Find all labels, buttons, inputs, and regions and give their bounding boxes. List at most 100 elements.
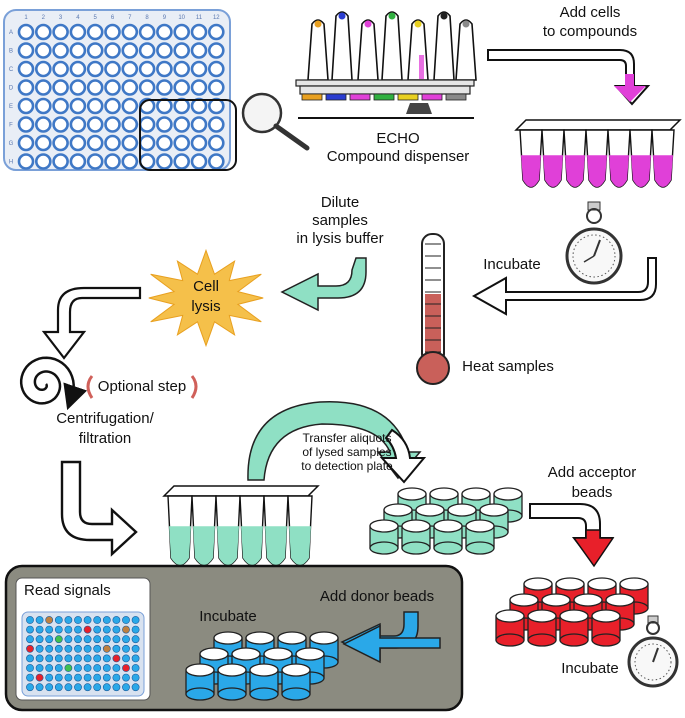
magnifier-icon <box>241 92 310 151</box>
plate-well <box>17 60 35 78</box>
add-cells-line1: Add cells <box>559 4 621 21</box>
arrow-transfer <box>247 401 427 484</box>
read-signals-text: Read signals <box>24 582 111 599</box>
echo-nozzle <box>388 12 396 20</box>
echo-tip <box>407 19 429 81</box>
readout-well <box>74 654 82 663</box>
echo-nozzle <box>462 20 470 28</box>
plate-well <box>34 134 52 152</box>
echo-label-line2: Compound dispenser <box>326 148 470 165</box>
dilute-label-3: in lysis buffer <box>268 230 412 247</box>
cup <box>369 519 399 555</box>
readout-well <box>83 616 92 624</box>
plate-well <box>121 97 139 115</box>
echo-label: ECHO <box>348 130 448 147</box>
readout-well <box>64 683 73 692</box>
arrow-incubate <box>471 257 657 316</box>
cup-rim <box>281 663 311 677</box>
plate-row-label: B <box>9 49 13 55</box>
plate-well <box>138 79 156 96</box>
centrifugation-line1: Centrifugation/ <box>56 410 154 427</box>
plate-row-label: A <box>9 30 13 36</box>
plate-well <box>86 97 104 115</box>
plate-well <box>17 79 35 96</box>
cup-rim <box>231 647 261 661</box>
centrifugation-label: Centrifugation/ <box>46 410 164 427</box>
readout-well <box>45 616 54 624</box>
add-donor-text: Add donor beads <box>319 588 435 605</box>
plate-column-label: 9 <box>163 15 167 21</box>
cup-rim <box>309 631 339 645</box>
readout-well <box>45 635 54 644</box>
readout-well <box>74 673 82 682</box>
readout-well <box>35 664 44 672</box>
tube-strip-lid <box>162 485 320 497</box>
stopwatch-icon-2 <box>627 615 679 688</box>
plate-well <box>104 79 121 96</box>
plate-column-label: 4 <box>76 15 80 21</box>
plate-column-label: 7 <box>128 15 132 21</box>
readout-well <box>45 644 54 653</box>
add-acceptor-label-2: beads <box>536 484 648 501</box>
readout-well <box>112 625 121 634</box>
plate-well <box>121 42 139 59</box>
plate-well <box>138 134 156 152</box>
tube-liquid <box>289 526 311 565</box>
tube-strip-mint <box>162 485 320 566</box>
readout-well <box>102 635 111 644</box>
plate-well <box>121 79 139 96</box>
cell-lysis-burst <box>148 248 264 348</box>
tube-liquid <box>587 155 607 187</box>
readout-well <box>83 654 92 663</box>
incubate-label-1: Incubate <box>474 256 550 273</box>
plate-well <box>69 97 87 115</box>
add-donor-label: Add donor beads <box>306 588 448 605</box>
readout-well <box>122 664 130 672</box>
readout-well <box>83 644 92 653</box>
readout-well <box>26 664 34 672</box>
tube-liquid <box>565 155 585 187</box>
plate-well <box>104 97 121 115</box>
cup-rim <box>433 519 463 533</box>
plate-well <box>86 60 104 78</box>
echo-tip <box>331 11 353 81</box>
transfer-label-3: to detection plate <box>282 459 412 474</box>
cup-rim <box>541 593 571 607</box>
echo-tip <box>433 11 455 81</box>
readout-well <box>64 616 73 624</box>
cup-rim <box>493 487 523 501</box>
readout-well <box>45 683 54 692</box>
plate-row-label: G <box>9 141 14 147</box>
cup-plate-mint <box>369 487 523 555</box>
readout-well <box>122 673 130 682</box>
cell-lysis-line2: lysis <box>191 298 221 315</box>
transfer-line2: of lysed samples <box>302 445 392 459</box>
plate-well <box>190 42 208 59</box>
readout-well <box>83 683 92 692</box>
readout-well <box>112 644 121 653</box>
cup-rim <box>199 647 229 661</box>
echo-nozzle <box>440 12 448 20</box>
arrow-add-cells <box>487 49 651 106</box>
plate-well <box>86 153 104 170</box>
plate-well <box>34 116 52 133</box>
readout-well <box>26 644 34 653</box>
echo-color-bar <box>325 93 347 101</box>
plate-well <box>104 23 121 41</box>
plate-well <box>34 42 52 59</box>
cup-rim <box>185 663 215 677</box>
cup-bottom <box>185 687 215 701</box>
plate-well <box>190 23 208 41</box>
cup <box>185 663 215 701</box>
centrifugation-line2: filtration <box>78 430 132 447</box>
plate-well <box>34 79 52 96</box>
plate-well <box>86 42 104 59</box>
plate-well <box>52 153 69 170</box>
readout-well <box>64 644 73 653</box>
readout-well <box>45 625 54 634</box>
readout-well <box>122 654 130 663</box>
plate-well <box>156 42 173 59</box>
readout-well <box>26 625 34 634</box>
plate-well <box>208 60 225 78</box>
